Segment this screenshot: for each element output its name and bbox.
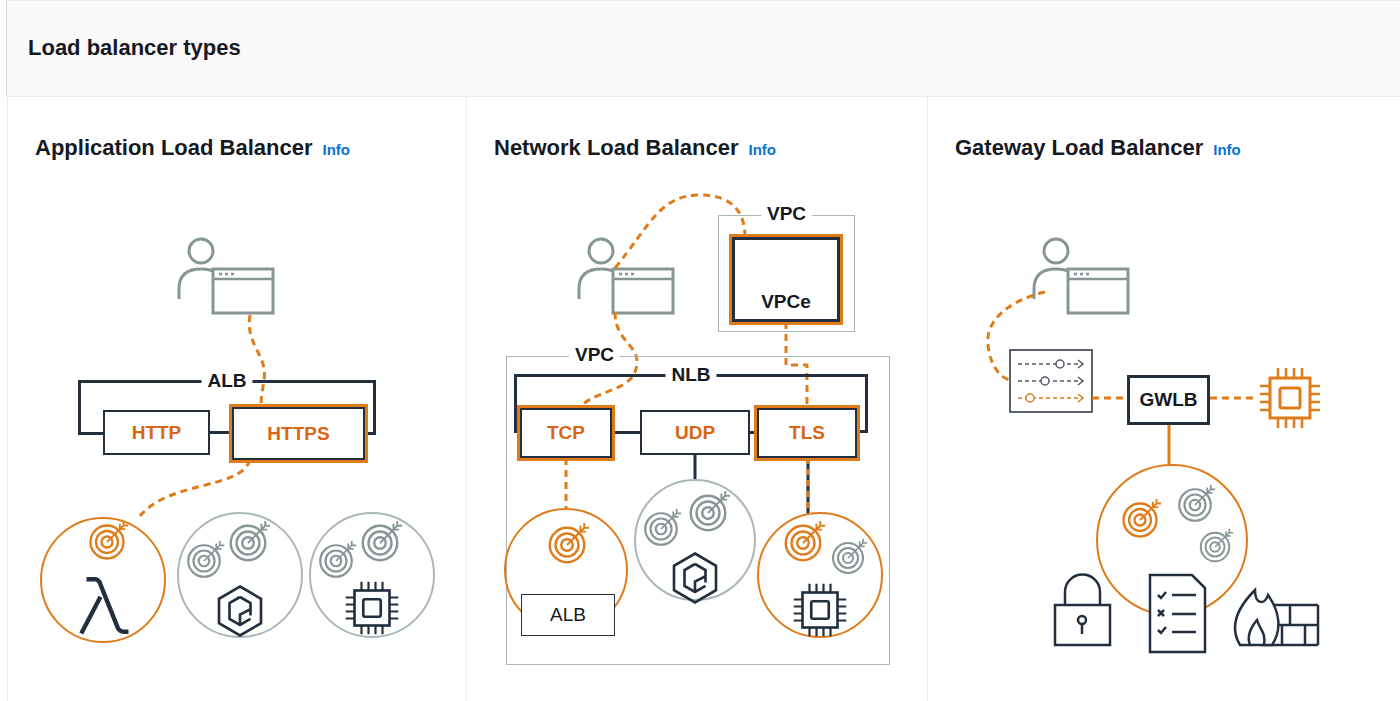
- text-holder: UDP: [642, 412, 748, 453]
- traffic-path: [249, 315, 264, 407]
- protocol-box: TLS: [757, 408, 857, 458]
- protocol-label: HTTPS: [267, 423, 329, 445]
- target-icon: [1124, 499, 1162, 537]
- text-holder: TCP: [522, 410, 610, 456]
- checklist-icon: [1150, 575, 1205, 652]
- target-icon: [550, 523, 589, 562]
- panel-card: GWLB Gateway Load Balancer Info: [927, 97, 1400, 701]
- region-label: VPC: [575, 344, 614, 365]
- protocol-box: UDP: [640, 410, 750, 455]
- connector-line: [786, 322, 807, 408]
- text-holder: VPC: [569, 343, 620, 367]
- region-label: VPC: [767, 203, 806, 224]
- target-icon: [320, 541, 356, 577]
- routing-policy-icon: [1010, 350, 1092, 412]
- text-holder: ALB: [201, 369, 252, 393]
- service-box: GWLB: [1127, 375, 1210, 425]
- target-icon: [645, 509, 681, 545]
- target-circle: [758, 513, 882, 637]
- service-label: GWLB: [1139, 389, 1197, 411]
- target-icon: [1201, 529, 1233, 561]
- bracket-label: ALB: [207, 370, 246, 391]
- text-holder: Gateway Load Balancer Info: [955, 135, 1241, 161]
- lambda-icon: [81, 579, 128, 633]
- text-holder: VPCe: [735, 240, 837, 319]
- target-icon: [1179, 485, 1215, 521]
- protocol-label: TLS: [789, 422, 825, 444]
- firewall-icon: [1235, 590, 1318, 645]
- target-circle: [310, 513, 434, 637]
- vpc-region: TCPUDPTLSNLBALBVPC: [506, 356, 890, 665]
- vpc-region: VPCeVPC: [718, 215, 855, 332]
- target-icon: [91, 521, 129, 559]
- protocol-box: HTTP: [103, 410, 210, 455]
- instance-icon: [794, 584, 847, 637]
- card-heading: Gateway Load Balancer: [955, 135, 1203, 160]
- service-box: VPCe: [732, 237, 840, 322]
- connector-line: [612, 431, 640, 434]
- traffic-path: [615, 195, 745, 268]
- load-balancer-bracket: TCPUDPTLSNLB: [514, 374, 868, 433]
- gwlb-illustration: [988, 239, 1320, 652]
- target-icon: [231, 521, 270, 560]
- target-link: [1168, 425, 1171, 465]
- protocol-label: TCP: [547, 422, 585, 444]
- text-holder: GWLB: [1130, 378, 1207, 422]
- text-holder: NLB: [665, 363, 716, 387]
- page-title: Load balancer types: [28, 35, 241, 61]
- nlb-illustration: [514, 195, 882, 637]
- target-group-circle: ALB: [504, 508, 628, 632]
- user-icon: [1034, 239, 1128, 313]
- panel-card: HTTPHTTPSALBApplication Load BalancerInf…: [7, 97, 466, 701]
- alb-illustration: [41, 239, 434, 642]
- info-link: Info: [749, 141, 777, 158]
- target-icon: [363, 521, 402, 560]
- text-holder: Network Load Balancer Info: [494, 135, 776, 161]
- user-icon: [179, 239, 273, 313]
- text-holder: HTTP: [105, 412, 208, 453]
- text-holder: ALB: [521, 594, 615, 636]
- target-icon: [188, 541, 224, 577]
- load-balancer-bracket: HTTPHTTPSALB: [78, 380, 376, 435]
- connector-line: [565, 458, 568, 508]
- container-icon: [674, 554, 716, 603]
- bracket-label: NLB: [671, 364, 710, 385]
- user-icon: [579, 239, 673, 313]
- target-link: [695, 455, 808, 514]
- appliance-icon: [1260, 368, 1320, 428]
- target-circle: [178, 513, 302, 637]
- protocol-box: TCP: [520, 408, 612, 458]
- service-label: VPCe: [761, 291, 811, 313]
- panel-card: VPCeVPCTCPUDPTLSNLBALBVPCNetwork Load Ba…: [466, 97, 927, 701]
- protocol-label: UDP: [675, 422, 715, 444]
- traffic-path: [807, 458, 810, 514]
- container-icon: [219, 587, 261, 636]
- protocol-label: HTTP: [132, 422, 182, 444]
- traffic-path: [140, 460, 250, 516]
- target-icon: [786, 521, 825, 560]
- card-heading: Network Load Balancer: [494, 135, 739, 160]
- target-icon: [833, 539, 867, 573]
- text-holder: HTTPS: [234, 409, 363, 458]
- text-holder: Application Load Balancer Info: [35, 135, 350, 161]
- connector-line: [210, 431, 232, 434]
- connector-line: [750, 431, 757, 434]
- target-icon: [691, 491, 730, 530]
- info-link: Info: [323, 141, 351, 158]
- info-link: Info: [1213, 141, 1241, 158]
- text-holder: VPC: [761, 202, 812, 226]
- lock-icon: [1055, 575, 1110, 646]
- target-circle: [41, 518, 165, 642]
- text-holder: TLS: [759, 410, 855, 456]
- card-heading: Application Load Balancer: [35, 135, 313, 160]
- protocol-box: HTTPS: [232, 407, 365, 460]
- instance-icon: [346, 582, 399, 635]
- target-label: ALB: [550, 604, 586, 626]
